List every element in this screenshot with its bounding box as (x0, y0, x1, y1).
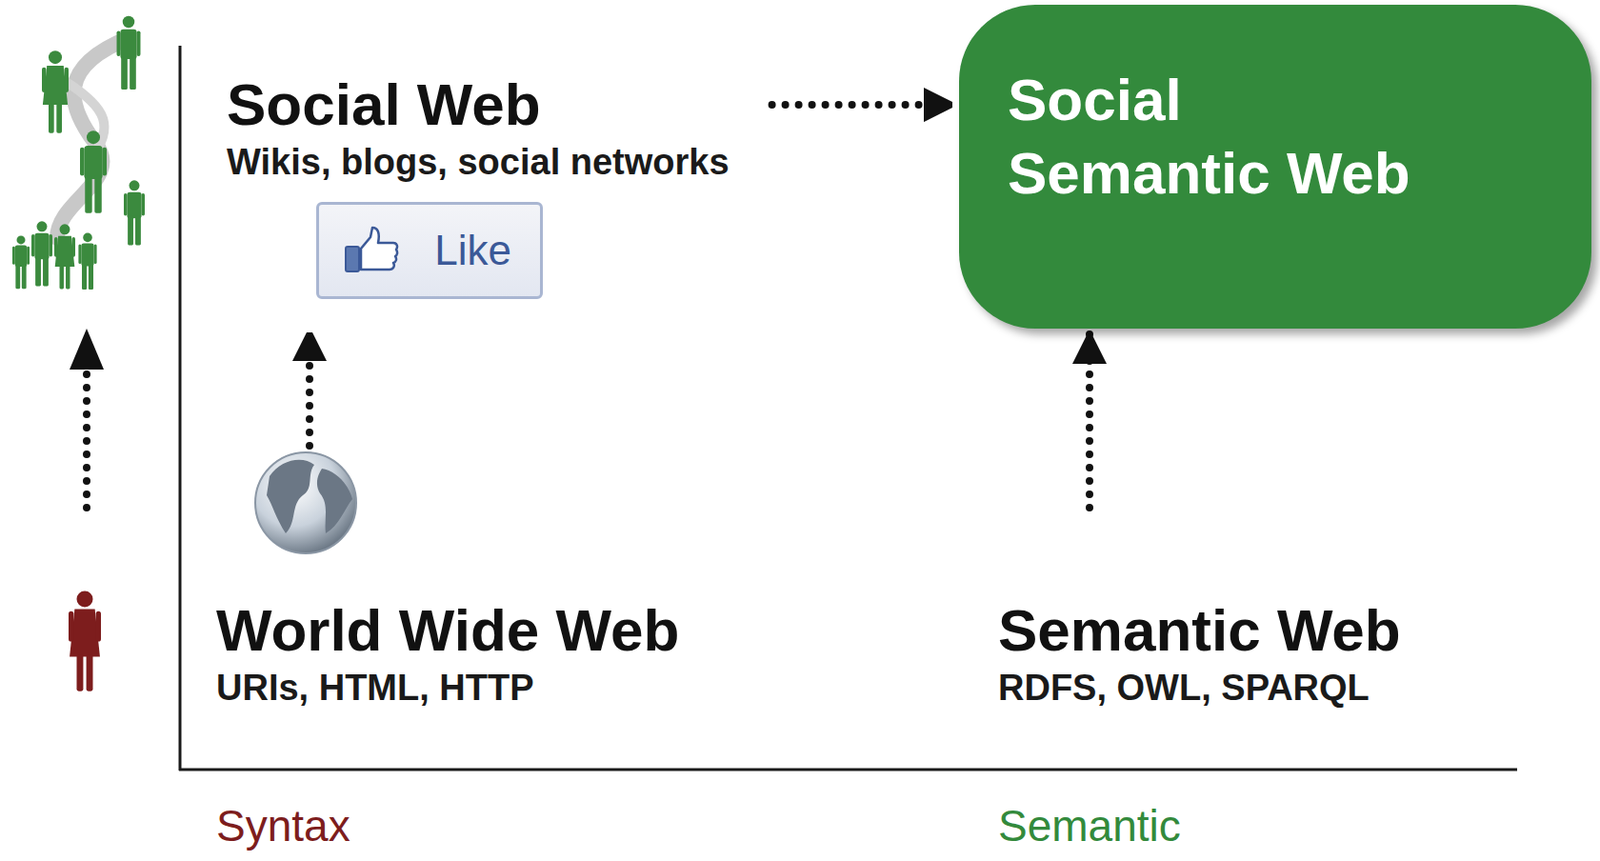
text-node: World Wide WebURIs, HTML, HTTP (216, 598, 680, 711)
node-title: Semantic Web (998, 598, 1401, 663)
node-title: Social Web (226, 72, 730, 138)
thumb-icon (343, 225, 400, 274)
axis-label: Syntax (216, 800, 351, 852)
text-node: Semantic WebRDFS, OWL, SPARQL (998, 598, 1401, 711)
dotted-arrow (1085, 330, 1094, 508)
node-title: Like (434, 226, 512, 275)
node-title: Social Semantic Web (1007, 63, 1437, 211)
node-title: World Wide Web (216, 598, 680, 663)
highlight-box: Social Semantic Web (959, 4, 1592, 329)
node-subtitle: RDFS, OWL, SPARQL (998, 666, 1401, 711)
node-subtitle: Wikis, blogs, social networks (226, 140, 730, 185)
dotted-arrow (305, 327, 314, 446)
text-node: Social WebWikis, blogs, social networks (226, 72, 730, 185)
axis-label: Semantic (998, 800, 1181, 852)
like-button: Like (316, 201, 543, 300)
dotted-arrow (772, 100, 958, 109)
node-subtitle: URIs, HTML, HTTP (216, 666, 680, 711)
